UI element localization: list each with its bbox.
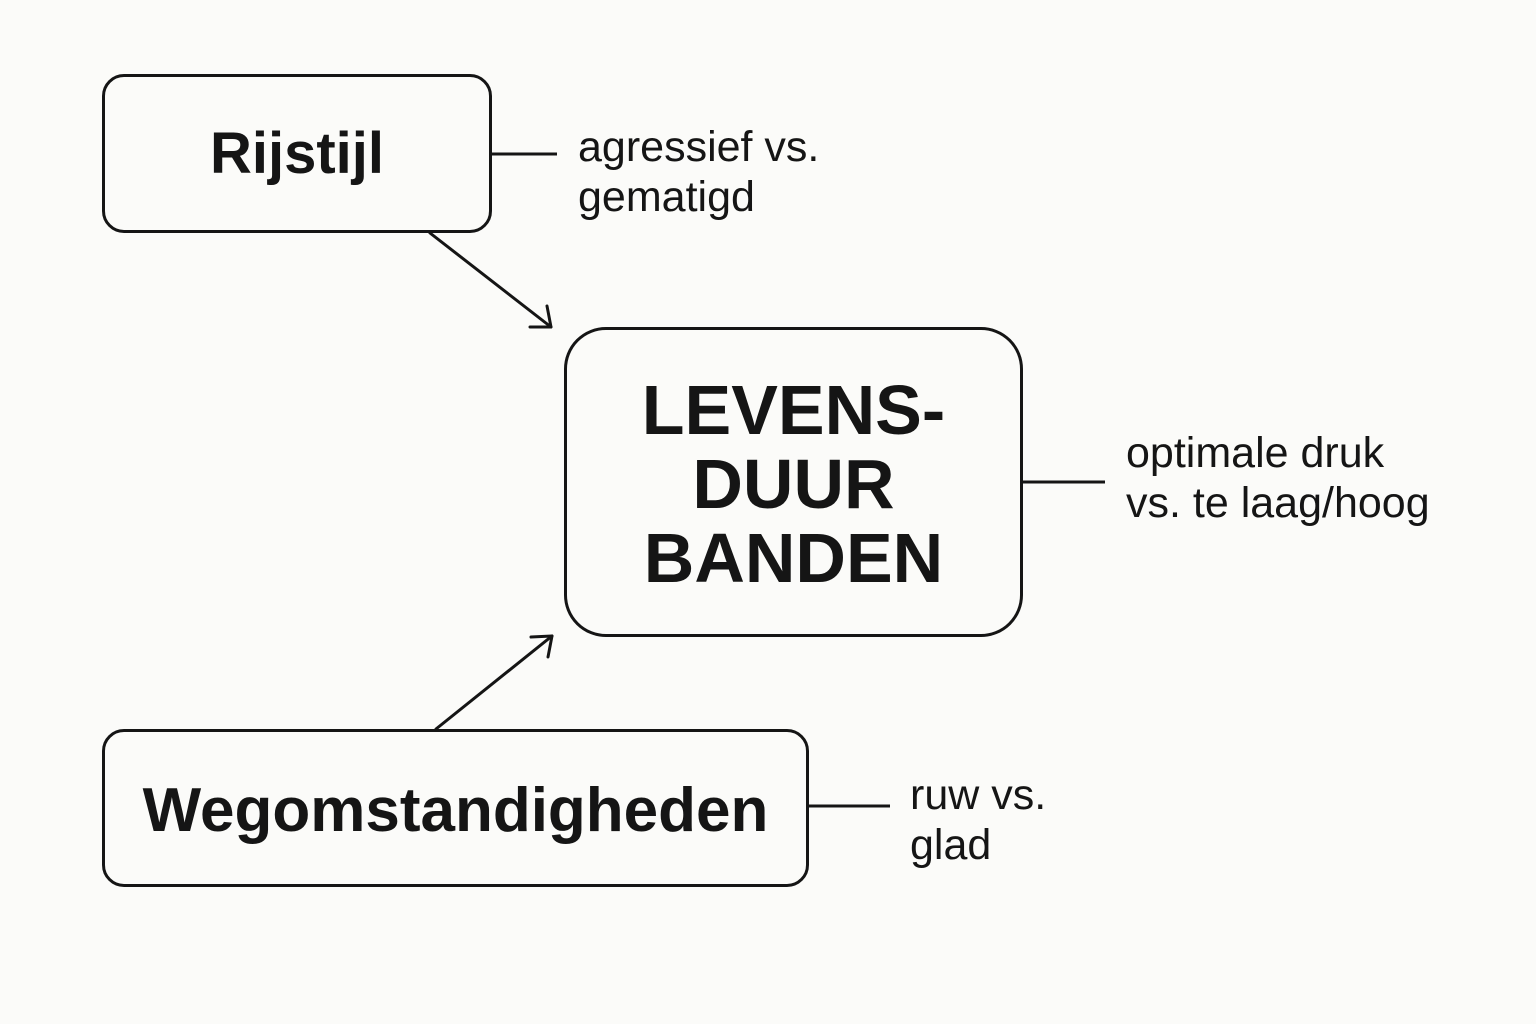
node-rijstijl-label: Rijstijl: [209, 121, 385, 186]
note-rijstijl-line-1: agressief vs.: [578, 123, 820, 171]
note-center-line-2: vs. te laag/hoog: [1126, 479, 1430, 527]
node-center-line-1: LEVENS-: [641, 371, 946, 449]
note-rijstijl-line-2: gematigd: [578, 173, 755, 221]
note-wegomstandigheden-line-1: ruw vs.: [910, 771, 1047, 819]
node-wegomstandigheden: Wegomstandigheden: [102, 729, 809, 887]
node-center-label: LEVENS- DUUR BANDEN: [642, 373, 945, 595]
node-center-line-2: DUUR: [692, 445, 895, 523]
arrow-wegomstandigheden-to-center: [434, 634, 554, 731]
note-center-line-1: optimale druk: [1126, 429, 1385, 477]
node-center-line-3: BANDEN: [643, 519, 944, 597]
node-wegomstandigheden-label: Wegomstandigheden: [142, 775, 769, 845]
arrow-rijstijl-to-center: [428, 231, 553, 329]
note-center: optimale druk vs. te laag/hoog: [1126, 428, 1430, 528]
note-wegomstandigheden: ruw vs. glad: [910, 770, 1046, 870]
node-rijstijl: Rijstijl: [102, 74, 492, 233]
note-rijstijl: agressief vs. gematigd: [578, 122, 819, 222]
note-wegomstandigheden-line-2: glad: [910, 821, 992, 869]
node-levensduur-banden: LEVENS- DUUR BANDEN: [564, 327, 1023, 637]
